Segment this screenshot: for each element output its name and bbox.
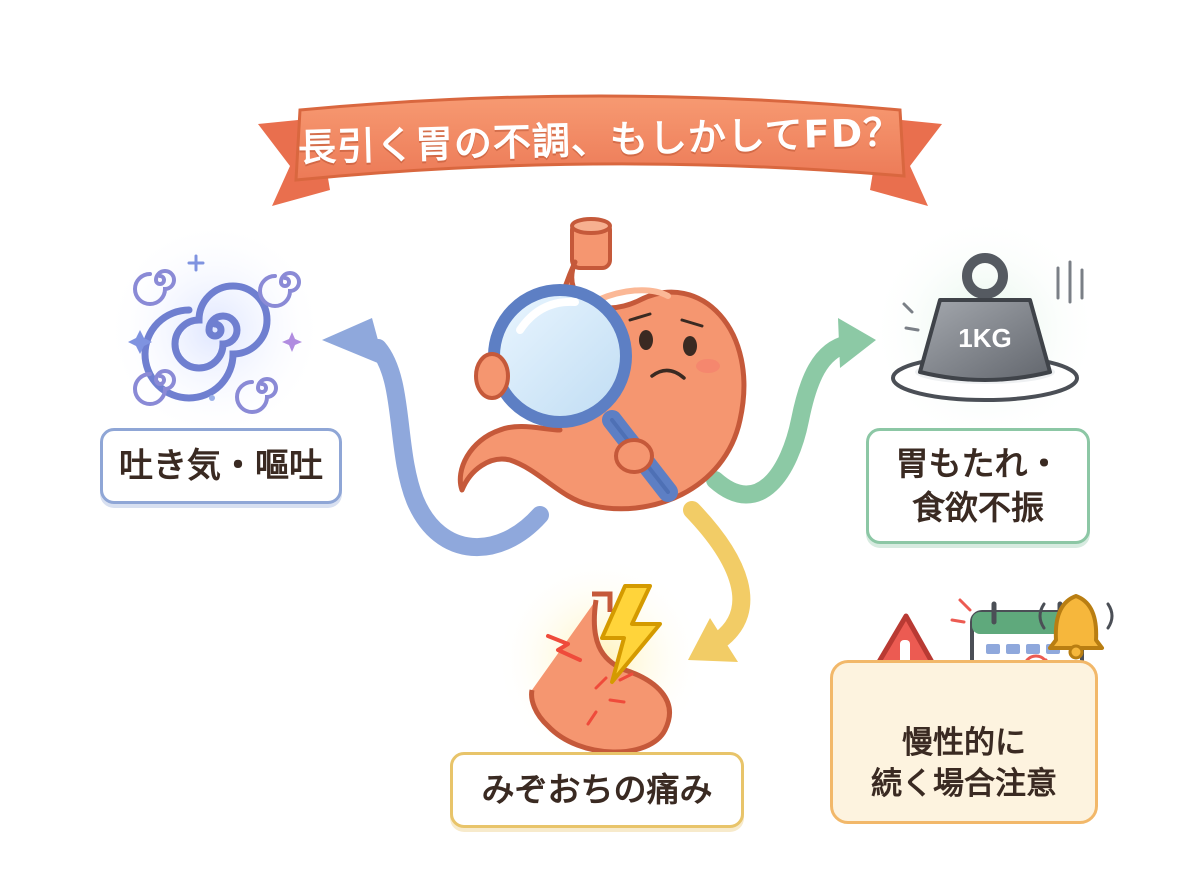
title-ribbon	[258, 94, 942, 206]
symptom-label-heaviness-1: 胃もたれ・	[895, 444, 1061, 484]
weight-label: 1KG	[958, 322, 1012, 353]
warning-label-chronic-1: 慢性的に	[902, 725, 1026, 762]
arrow-to-pain	[683, 501, 751, 662]
arrow-to-heaviness	[706, 318, 876, 504]
magnifier-icon	[474, 284, 678, 502]
symptom-label-nausea: 吐き気・嘔吐	[119, 445, 323, 486]
weight-plate-icon	[891, 253, 1084, 402]
symptom-card-heaviness: 胃もたれ・ 食欲不振	[866, 428, 1090, 544]
spiral-dizziness-icon	[128, 254, 302, 414]
symptom-card-nausea: 吐き気・嘔吐	[100, 428, 342, 504]
symptom-label-pain: みぞおちの痛み	[481, 770, 713, 810]
bell-icon	[1038, 594, 1114, 660]
arrow-to-nausea	[322, 318, 549, 556]
symptom-label-heaviness-2: 食欲不振	[912, 488, 1044, 527]
symptom-card-pain: みぞおちの痛み	[450, 752, 744, 828]
lightning-pain-icon	[529, 584, 672, 755]
warning-card-chronic: 慢性的に 続く場合注意	[830, 660, 1098, 824]
warning-label-chronic-2: 続く場合注意	[871, 766, 1057, 802]
